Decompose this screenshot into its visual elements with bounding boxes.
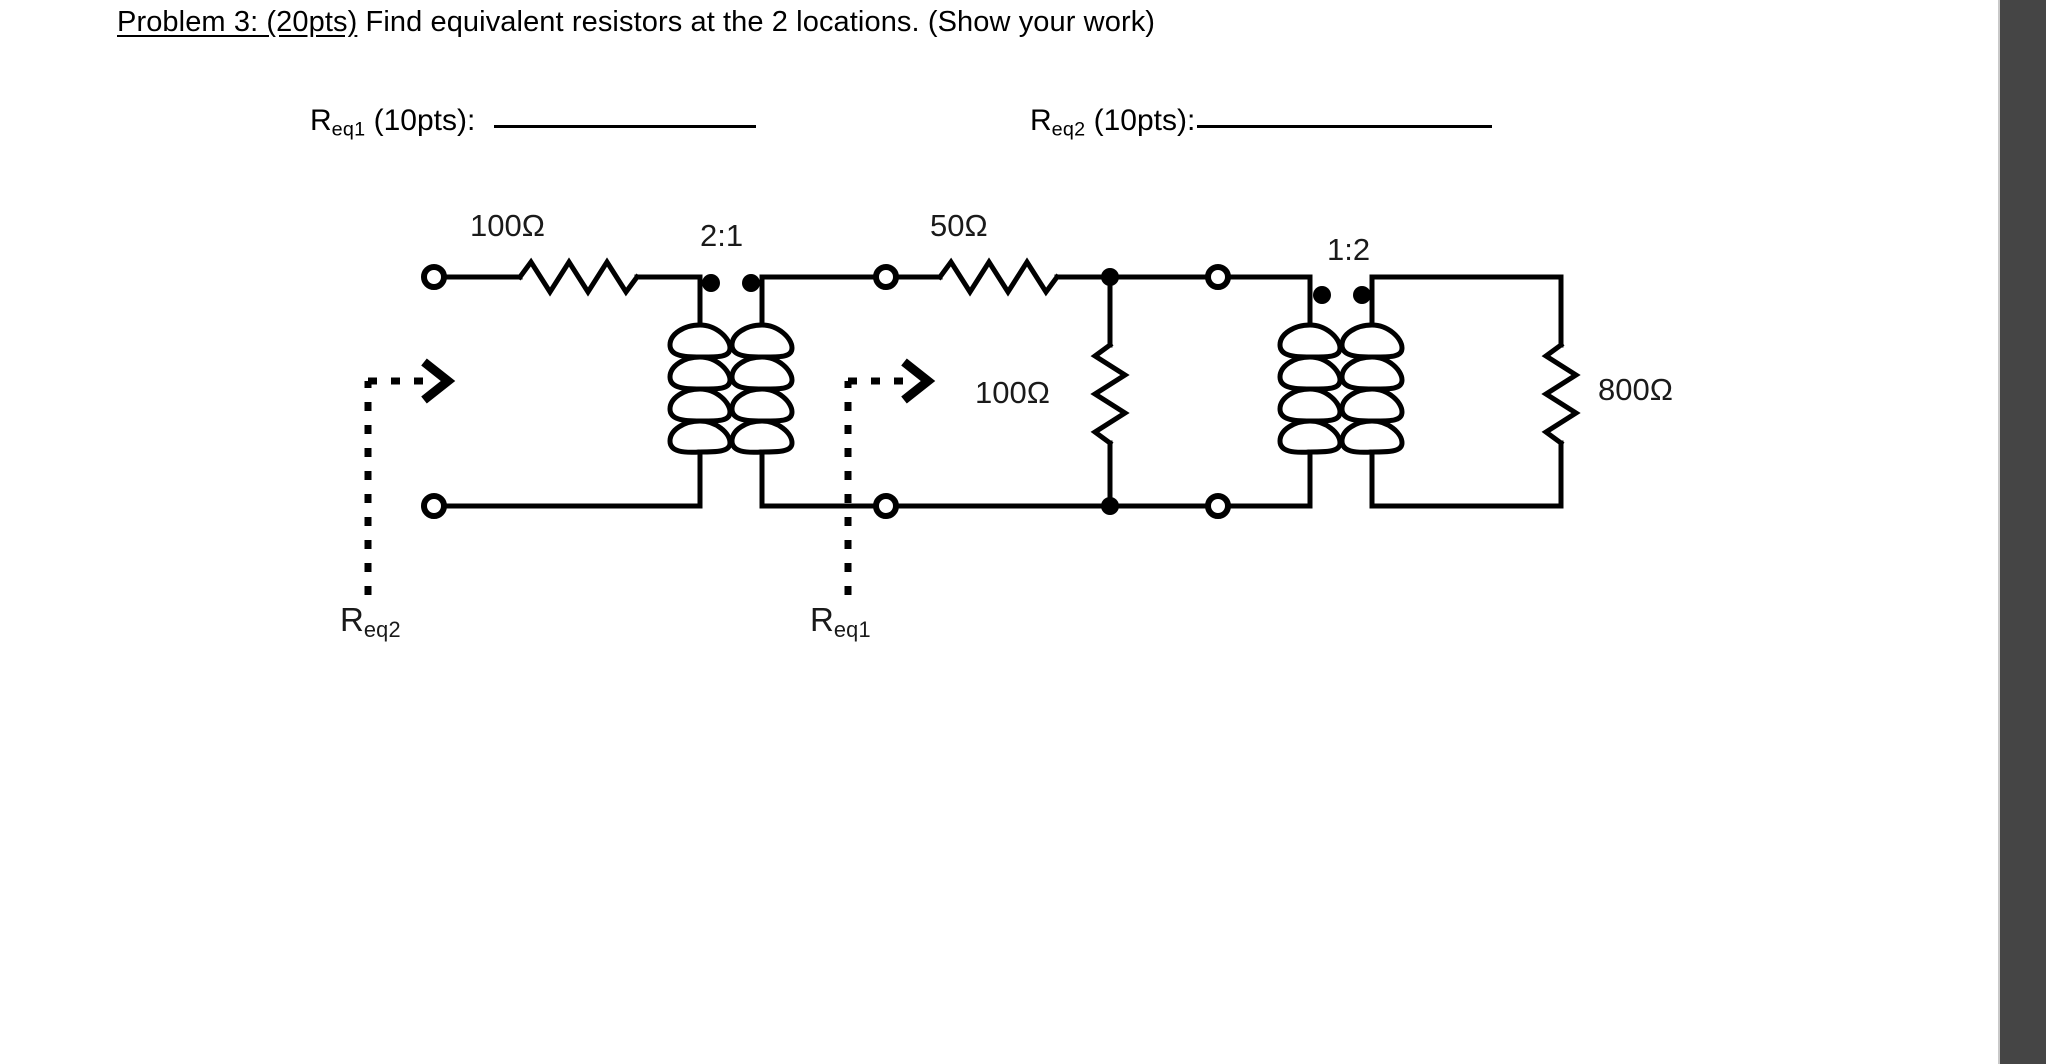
transformer-1to2-primary-coil bbox=[1277, 322, 1343, 455]
req2-answer-blank[interactable] bbox=[1197, 125, 1493, 128]
terminal-mid-bottom bbox=[873, 493, 899, 519]
label-shunt-resistor: 100Ω bbox=[975, 375, 1050, 410]
marker-req2-dashed-path bbox=[364, 377, 425, 595]
circuit-svg bbox=[364, 257, 1581, 595]
terminal-right-top bbox=[1205, 264, 1231, 290]
label-transformer-2to1: 2:1 bbox=[700, 218, 744, 253]
dot-2to1-primary bbox=[702, 274, 720, 292]
label-marker-req1: Req1 bbox=[810, 601, 871, 643]
req2-points: (10pts): bbox=[1085, 104, 1196, 137]
document-page: Problem 3: (20pts) Find equivalent resis… bbox=[117, 6, 1673, 643]
req2-symbol: R bbox=[1030, 104, 1052, 137]
marker-req2-symbol: R bbox=[340, 601, 364, 638]
circuit-diagram: 100Ω 2:1 50Ω 100Ω 1:2 800Ω Req2 Req1 bbox=[340, 208, 1673, 643]
terminal-left-top bbox=[421, 264, 447, 290]
label-transformer-1to2: 1:2 bbox=[1327, 232, 1371, 267]
problem-label: Problem 3: (20pts) bbox=[117, 6, 358, 38]
resistor-load-zigzag bbox=[1541, 341, 1581, 447]
marker-req2-subscript: eq2 bbox=[363, 617, 401, 643]
marker-req1-symbol: R bbox=[810, 601, 834, 638]
transformer-1to2-secondary-coil bbox=[1339, 322, 1405, 455]
req1-answer-blank[interactable] bbox=[493, 125, 756, 128]
problem-statement: Find equivalent resistors at the 2 locat… bbox=[357, 6, 1156, 38]
label-source-resistor: 100Ω bbox=[470, 208, 545, 243]
req1-points: (10pts): bbox=[365, 104, 484, 137]
label-series-resistor: 50Ω bbox=[930, 208, 988, 243]
label-marker-req2: Req2 bbox=[340, 601, 401, 643]
dot-1to2-secondary bbox=[1353, 286, 1371, 304]
resistor-50-zigzag bbox=[936, 257, 1061, 297]
marker-req1-dashed-path bbox=[844, 377, 905, 595]
page-title: Problem 3: (20pts) Find equivalent resis… bbox=[117, 6, 1155, 39]
req1-symbol: R bbox=[310, 104, 332, 137]
dot-2to1-secondary bbox=[742, 274, 760, 292]
answer-line-req2: Req2 (10pts): bbox=[1030, 104, 1493, 142]
marker-req2-arrowhead bbox=[421, 358, 456, 404]
terminal-right-bottom bbox=[1205, 493, 1231, 519]
transformer-2to1-primary-coil bbox=[667, 322, 733, 455]
transformer-2to1-secondary-coil bbox=[729, 322, 795, 455]
terminal-mid-top bbox=[873, 264, 899, 290]
req1-subscript: eq1 bbox=[331, 118, 366, 141]
terminal-left-bottom bbox=[421, 493, 447, 519]
label-load-resistor: 800Ω bbox=[1598, 372, 1673, 407]
answer-line-req1: Req1 (10pts): bbox=[310, 104, 756, 142]
marker-req1-subscript: eq1 bbox=[833, 617, 871, 643]
dot-1to2-primary bbox=[1313, 286, 1331, 304]
req2-subscript: eq2 bbox=[1051, 118, 1086, 141]
marker-req1-arrowhead bbox=[901, 358, 936, 404]
resistor-shunt-zigzag bbox=[1090, 341, 1130, 447]
page-right-margin-strip bbox=[1998, 0, 2046, 1064]
resistor-source-zigzag bbox=[516, 257, 641, 297]
